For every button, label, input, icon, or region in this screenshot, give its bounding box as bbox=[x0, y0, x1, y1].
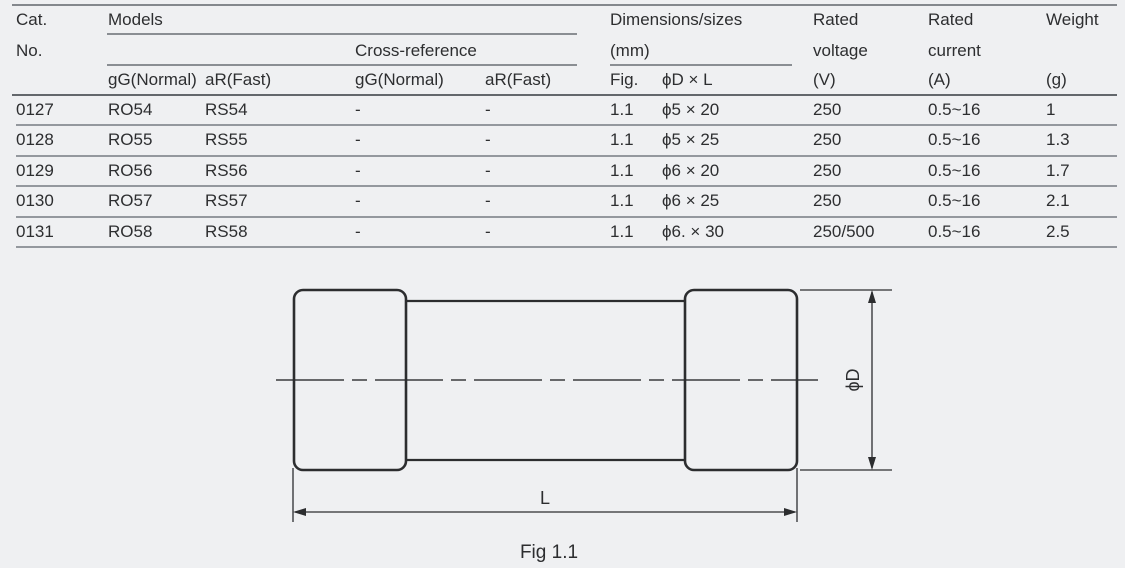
cell-weight: 2.1 bbox=[1046, 191, 1070, 211]
cell-fig: 1.1 bbox=[610, 160, 634, 180]
cell-cat: 0131 bbox=[16, 221, 54, 241]
cell-cross-ar: - bbox=[485, 130, 491, 150]
cell-voltage: 250 bbox=[813, 160, 842, 180]
cell-current: 0.5~16 bbox=[928, 191, 981, 211]
page-bottom-margin bbox=[0, 568, 1125, 579]
cell-cross-gg: - bbox=[355, 130, 361, 150]
cell-fig: 1.1 bbox=[610, 221, 634, 241]
arrow-right-icon bbox=[784, 508, 797, 516]
header-dimensions: Dimensions/sizes bbox=[610, 10, 743, 29]
cell-gg: RO54 bbox=[108, 100, 153, 119]
header-dimensions-unit: (mm) bbox=[610, 41, 650, 60]
cell-ar: RS54 bbox=[205, 100, 248, 119]
cell-cross-ar: - bbox=[485, 221, 491, 241]
cell-gg: RO57 bbox=[108, 191, 153, 211]
cell-dxl: ϕ6 × 25 bbox=[662, 191, 720, 211]
table-top-rule bbox=[12, 4, 1117, 6]
header-cat-no: Cat. No. bbox=[16, 4, 108, 94]
cell-dxl: ϕ5 × 25 bbox=[662, 130, 720, 150]
cell-ar: RS58 bbox=[205, 221, 248, 241]
arrow-down-icon bbox=[868, 457, 876, 470]
cell-voltage: 250 bbox=[813, 130, 842, 150]
header-rated-voltage-l2: voltage bbox=[813, 41, 868, 60]
dim-length-label: L bbox=[540, 488, 550, 508]
cell-cat: 0128 bbox=[16, 130, 54, 150]
subheader-models-ar: aR(Fast) bbox=[205, 70, 272, 89]
header-no: No. bbox=[16, 41, 43, 60]
subheader-weight-unit: (g) bbox=[1046, 70, 1067, 89]
cell-current: 0.5~16 bbox=[928, 100, 981, 119]
cell-fig: 1.1 bbox=[610, 100, 634, 119]
header-rated-voltage: Rated bbox=[813, 10, 859, 29]
cell-current: 0.5~16 bbox=[928, 130, 981, 150]
fuse-drawing-svg: ϕD L Fig 1.1 bbox=[276, 288, 892, 563]
cell-weight: 1.7 bbox=[1046, 160, 1070, 180]
header-models: Models bbox=[108, 10, 163, 29]
cell-gg: RO55 bbox=[108, 130, 153, 150]
cell-ar: RS57 bbox=[205, 191, 248, 211]
cell-weight: 1.3 bbox=[1046, 130, 1070, 150]
table-row: 0129 RO56 RS56 - - 1.1 ϕ6 × 20 250 0.5~1… bbox=[16, 157, 1117, 188]
dimensions-underline bbox=[610, 64, 792, 66]
cell-cross-ar: - bbox=[485, 191, 491, 211]
header-rated-current: Rated bbox=[928, 10, 974, 29]
subheader-current-unit: (A) bbox=[928, 70, 951, 89]
cell-voltage: 250/500 bbox=[813, 221, 875, 241]
table-header: Cat. No. Models Dimensions/sizes Rated R… bbox=[12, 4, 1117, 94]
cell-ar: RS56 bbox=[205, 160, 248, 180]
cell-cross-ar: - bbox=[485, 160, 491, 180]
fuse-drawing: ϕD L Fig 1.1 bbox=[0, 250, 1125, 579]
subheader-fig: Fig. bbox=[610, 70, 639, 89]
cell-weight: 1 bbox=[1046, 100, 1056, 119]
table-row: 0131 RO58 RS58 - - 1.1 ϕ6. × 30 250/500 … bbox=[16, 218, 1117, 248]
cell-cat: 0129 bbox=[16, 160, 54, 180]
subheader-voltage-unit: (V) bbox=[813, 70, 836, 89]
arrow-up-icon bbox=[868, 290, 876, 303]
cell-fig: 1.1 bbox=[610, 130, 634, 150]
cell-cross-ar: - bbox=[485, 100, 491, 119]
cell-weight: 2.5 bbox=[1046, 221, 1070, 241]
subheader-cross-gg: gG(Normal) bbox=[355, 70, 444, 89]
cell-dxl: ϕ6 × 20 bbox=[662, 160, 720, 180]
table-row: 0128 RO55 RS55 - - 1.1 ϕ5 × 25 250 0.5~1… bbox=[16, 126, 1117, 157]
cell-gg: RO56 bbox=[108, 160, 153, 180]
cell-cross-gg: - bbox=[355, 160, 361, 180]
table-row: 0127 RO54 RS54 - - 1.1 ϕ5 × 20 250 0.5~1… bbox=[16, 96, 1117, 127]
right-end-cap bbox=[683, 288, 799, 472]
header-cat: Cat. bbox=[16, 10, 48, 29]
cell-dxl: ϕ6. × 30 bbox=[662, 221, 724, 241]
cell-cross-gg: - bbox=[355, 191, 361, 211]
cell-cross-gg: - bbox=[355, 221, 361, 241]
subheader-models-gg: gG(Normal) bbox=[108, 70, 197, 89]
header-weight: Weight bbox=[1046, 10, 1099, 29]
dim-diameter-label: ϕD bbox=[843, 368, 863, 391]
left-end-cap bbox=[292, 288, 408, 472]
cell-voltage: 250 bbox=[813, 100, 842, 119]
cell-cat: 0127 bbox=[16, 100, 54, 119]
cross-reference-underline bbox=[107, 64, 577, 66]
figure-caption: Fig 1.1 bbox=[520, 542, 578, 563]
header-cross-reference: Cross-reference bbox=[355, 41, 477, 60]
subheader-cross-ar: aR(Fast) bbox=[485, 70, 552, 89]
cell-ar: RS55 bbox=[205, 130, 248, 150]
cell-voltage: 250 bbox=[813, 191, 842, 211]
table-row: 0130 RO57 RS57 - - 1.1 ϕ6 × 25 250 0.5~1… bbox=[16, 187, 1117, 218]
header-bottom-rule bbox=[12, 94, 1117, 96]
table-body: 0127 RO54 RS54 - - 1.1 ϕ5 × 20 250 0.5~1… bbox=[12, 96, 1117, 248]
cell-current: 0.5~16 bbox=[928, 221, 981, 241]
header-rated-current-l2: current bbox=[928, 41, 981, 60]
arrow-left-icon bbox=[293, 508, 306, 516]
models-underline bbox=[107, 33, 577, 35]
cell-cross-gg: - bbox=[355, 100, 361, 119]
cell-current: 0.5~16 bbox=[928, 160, 981, 180]
cell-cat: 0130 bbox=[16, 191, 54, 211]
cell-fig: 1.1 bbox=[610, 191, 634, 211]
cell-gg: RO58 bbox=[108, 221, 153, 241]
subheader-d-x-l: ϕD × L bbox=[662, 70, 713, 89]
cell-dxl: ϕ5 × 20 bbox=[662, 100, 720, 119]
